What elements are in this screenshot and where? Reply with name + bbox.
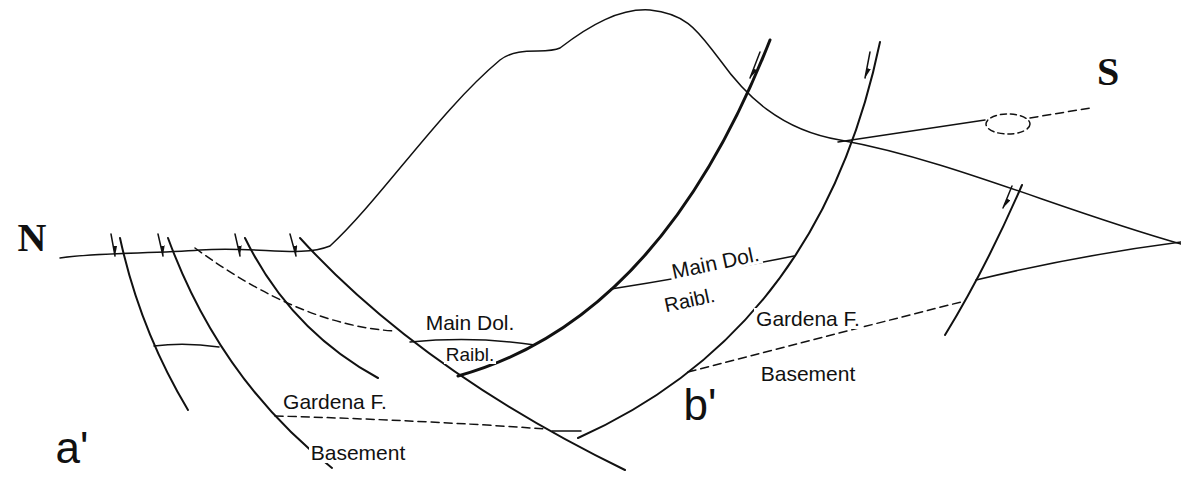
fault (578, 42, 880, 438)
compass-label: S (1095, 52, 1121, 92)
horizon (838, 120, 985, 142)
horizon-dashed (986, 114, 1030, 134)
section-label: a' (54, 426, 91, 470)
horizon-dashed (1030, 108, 1090, 118)
section-label: b' (682, 383, 719, 427)
unit-label: Raibl. (444, 345, 497, 364)
fault (245, 238, 378, 378)
topography (60, 10, 1181, 258)
compass-label: N (16, 218, 49, 258)
fault-arrows (111, 52, 1012, 256)
fault (168, 238, 332, 468)
horizon (552, 430, 581, 432)
horizon (154, 344, 219, 347)
horizon-dashed (688, 301, 965, 372)
unit-label: Basement (309, 442, 408, 463)
unit-label: Main Dol. (667, 242, 762, 282)
horizon (976, 242, 1181, 280)
unit-label: Gardena F. (754, 308, 862, 329)
horizon-dashed (195, 248, 394, 331)
unit-label: Gardena F. (281, 391, 389, 412)
unit-label: Main Dol. (424, 312, 517, 333)
unit-label: Raibl. (661, 284, 719, 315)
fault (945, 185, 1022, 335)
horizon-dashed (275, 416, 546, 429)
fault (300, 238, 625, 470)
unit-label: Basement (759, 363, 858, 384)
